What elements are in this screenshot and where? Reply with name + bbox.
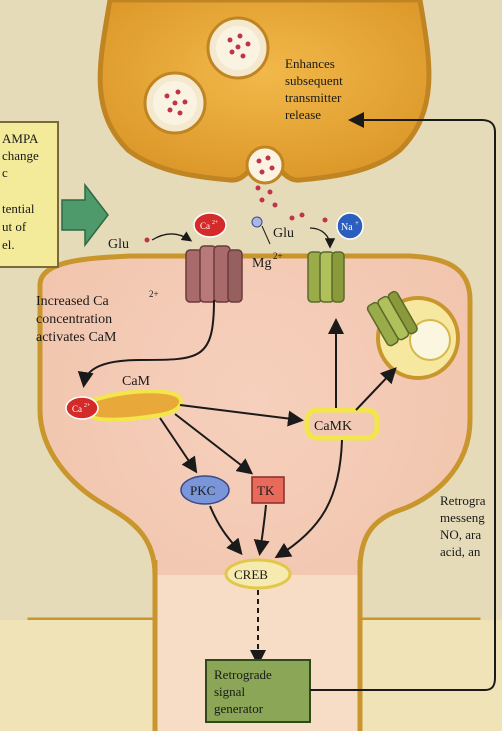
increased-ca-line-2: concentration: [36, 312, 112, 327]
ca-ion-cam-label: Ca: [72, 404, 82, 414]
retrograde-generator-box: Retrograde signal generator: [206, 660, 310, 722]
na-ion-sup: +: [355, 219, 359, 227]
presynaptic-label-4: release: [285, 107, 321, 122]
increased-ca-line-3: activates CaM: [36, 330, 117, 345]
ca-ion-top-icon: Ca 2+: [194, 213, 226, 237]
increased-ca-sup: 2+: [149, 289, 159, 299]
camk-label: CaMK: [314, 419, 352, 434]
left-box-line-1: AMPA: [2, 131, 39, 146]
ca-ion-top-sup: 2+: [212, 220, 219, 226]
mg-label: Mg: [252, 256, 271, 271]
increased-ca-line-1: Increased Ca: [36, 294, 109, 309]
pkc-label: PKC: [190, 483, 215, 498]
mg-ion-icon: [252, 217, 262, 227]
right-text-line-1: Retrogra: [440, 493, 486, 508]
generator-line-2: signal: [214, 684, 245, 699]
left-box-line-4: tential: [2, 201, 35, 216]
creb-label: CREB: [234, 567, 268, 582]
camk-node: CaMK: [307, 410, 377, 438]
cam-label: CaM: [122, 374, 151, 389]
presynaptic-label-1: Enhances: [285, 56, 335, 71]
glu-left-label: Glu: [108, 237, 129, 252]
ampa-receptor-icon: [308, 252, 344, 302]
right-text-line-2: messeng: [440, 510, 485, 525]
left-box-line-6: el.: [2, 237, 15, 252]
mg-sup: 2+: [273, 251, 283, 261]
pkc-node: PKC: [181, 476, 229, 504]
presynaptic-label-2: subsequent: [285, 73, 343, 88]
na-ion-label: Na: [341, 222, 353, 233]
glu-right-label: Glu: [273, 226, 294, 241]
tk-node: TK: [252, 477, 284, 503]
ca-ion-cam-sup: 2+: [84, 403, 91, 409]
tk-label: TK: [257, 483, 275, 498]
vesicle-release: [247, 147, 283, 183]
generator-line-3: generator: [214, 701, 264, 716]
nmda-receptor-icon: [186, 246, 242, 302]
right-text-line-4: acid, an: [440, 544, 481, 559]
right-text-line-3: NO, ara: [440, 527, 481, 542]
generator-line-1: Retrograde: [214, 667, 272, 682]
left-box-line-2: change: [2, 148, 39, 163]
left-box-line-5: ut of: [2, 219, 27, 234]
left-box-line-3: c: [2, 165, 8, 180]
na-ion-icon: Na +: [337, 213, 363, 239]
presynaptic-label-3: transmitter: [285, 90, 342, 105]
creb-node: CREB: [226, 560, 290, 588]
ca-ion-top-label: Ca: [200, 221, 210, 231]
